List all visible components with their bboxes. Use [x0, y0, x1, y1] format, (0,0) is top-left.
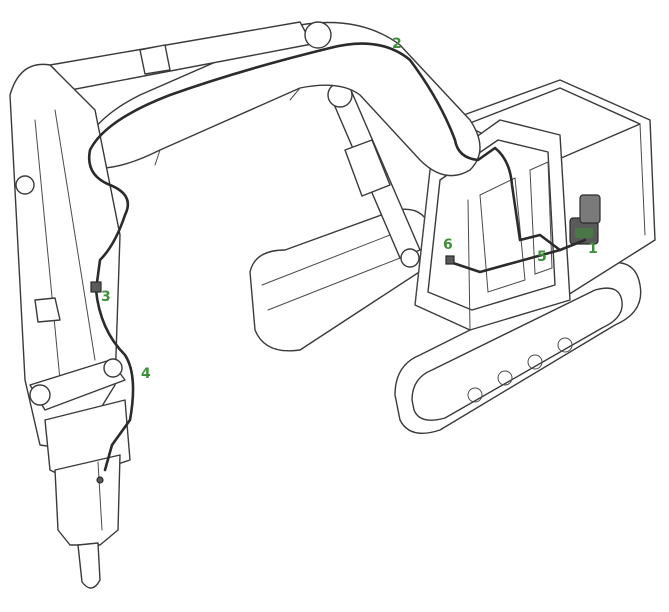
pump-unit	[569, 194, 601, 245]
callout-6: 6	[443, 237, 453, 253]
callout-3: 3	[101, 289, 111, 305]
boom-cylinder	[327, 82, 421, 268]
lubrication-hose	[87, 42, 587, 472]
callout-2: 2	[392, 36, 402, 52]
front-track	[394, 261, 642, 434]
rear-track	[249, 208, 431, 352]
bucket-linkage	[29, 297, 126, 411]
callout-4: 4	[141, 366, 151, 382]
hydraulic-breaker	[44, 399, 131, 589]
callout-1: 1	[588, 241, 598, 257]
callout-5: 5	[537, 249, 547, 265]
